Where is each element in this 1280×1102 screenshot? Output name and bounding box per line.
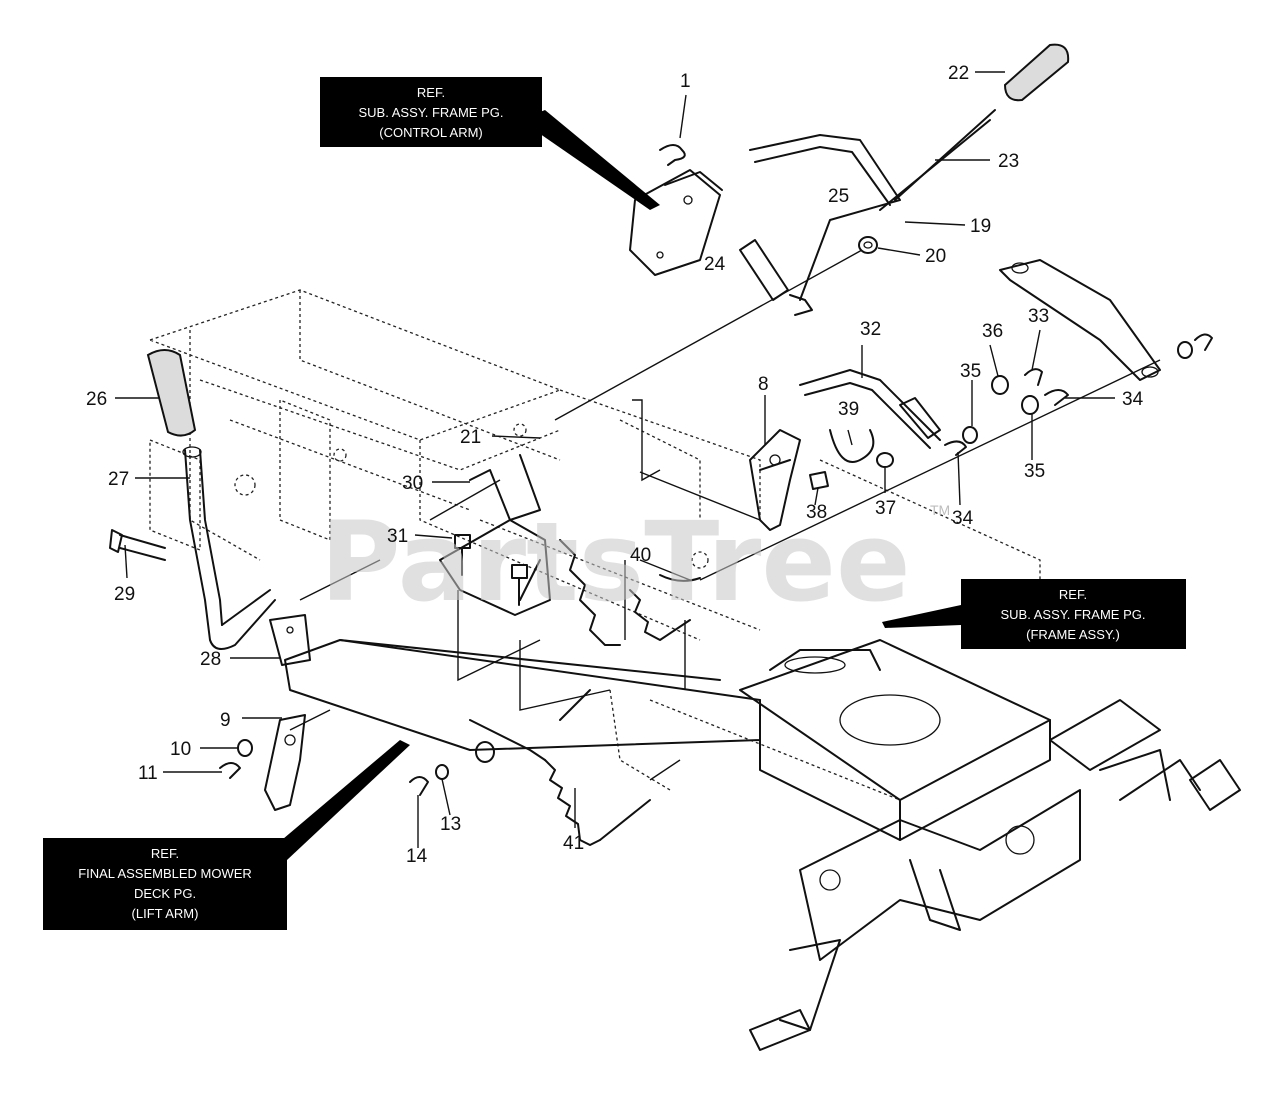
ref-line-1: REF. bbox=[151, 846, 179, 861]
part-label-21: 21 bbox=[460, 427, 481, 448]
leader-lines bbox=[115, 71, 1161, 848]
part-label-38: 38 bbox=[806, 502, 827, 523]
nut-37 bbox=[876, 452, 894, 468]
part-label-26: 26 bbox=[86, 389, 107, 410]
shift-lever-27 bbox=[182, 446, 276, 650]
part-label-20: 20 bbox=[925, 246, 946, 267]
part-label-41: 41 bbox=[563, 833, 584, 854]
spring-41 bbox=[469, 689, 651, 846]
link-end-clip bbox=[1177, 333, 1213, 359]
ref-line-2: FINAL ASSEMBLED MOWER bbox=[78, 866, 252, 881]
bracket-8 bbox=[749, 429, 801, 531]
part-label-27: 27 bbox=[108, 469, 129, 490]
washer-36 bbox=[991, 375, 1009, 395]
part-label-35b: 35 bbox=[1024, 461, 1045, 482]
clip-11 bbox=[219, 762, 241, 779]
ref-line-1: REF. bbox=[417, 85, 445, 100]
part-label-14: 14 bbox=[406, 846, 428, 867]
part-label-9: 9 bbox=[220, 710, 231, 731]
clip-34 bbox=[944, 389, 1069, 456]
part-label-36: 36 bbox=[982, 321, 1003, 342]
part-label-33: 33 bbox=[1028, 306, 1049, 327]
lever-grip-22 bbox=[1003, 43, 1070, 102]
bracket-9 bbox=[264, 714, 306, 811]
part-label-28: 28 bbox=[200, 649, 221, 670]
washer-hub bbox=[475, 741, 495, 763]
bracket-30 bbox=[439, 454, 551, 616]
part-label-29: 29 bbox=[114, 584, 135, 605]
ref-line-1: REF. bbox=[1059, 587, 1087, 602]
watermark: PartsTree TM bbox=[320, 498, 950, 626]
part-label-8: 8 bbox=[758, 374, 769, 395]
pin-24 bbox=[739, 239, 813, 316]
washer-10 bbox=[237, 739, 253, 757]
ref-line-3: (CONTROL ARM) bbox=[379, 125, 483, 140]
clip-33 bbox=[1024, 368, 1043, 386]
ref-line-4: (LIFT ARM) bbox=[132, 906, 199, 921]
watermark-text: PartsTree bbox=[320, 498, 911, 626]
ref-line-2: SUB. ASSY. FRAME PG. bbox=[359, 105, 504, 120]
part-label-34b: 34 bbox=[952, 508, 974, 529]
part-label-30: 30 bbox=[402, 473, 423, 494]
part-label-10: 10 bbox=[170, 739, 191, 760]
part-label-37: 37 bbox=[875, 498, 896, 519]
washer-13 bbox=[435, 764, 449, 780]
ref-callout-frame-assy: REF. SUB. ASSY. FRAME PG. (FRAME ASSY.) bbox=[882, 579, 1186, 649]
part-label-13: 13 bbox=[440, 814, 461, 835]
part-number-labels: 1 8 9 10 11 13 14 19 20 21 22 23 24 25 2… bbox=[86, 63, 1144, 867]
ref-callout-control-arm: REF. SUB. ASSY. FRAME PG. (CONTROL ARM) bbox=[320, 77, 660, 210]
spring-40 bbox=[559, 539, 701, 646]
screw-31 bbox=[454, 534, 528, 606]
part-label-31: 31 bbox=[387, 526, 408, 547]
clip-14 bbox=[409, 776, 429, 796]
part-label-19: 19 bbox=[970, 216, 991, 237]
part-label-35a: 35 bbox=[960, 361, 981, 382]
watermark-tm: TM bbox=[930, 502, 950, 518]
washer-35b bbox=[1021, 395, 1039, 415]
ref-line-3: DECK PG. bbox=[134, 886, 196, 901]
control-arm-bracket bbox=[629, 169, 723, 276]
part-label-34a: 34 bbox=[1122, 389, 1144, 410]
part-label-11: 11 bbox=[138, 763, 158, 784]
spring-39 bbox=[829, 429, 875, 463]
screw-38 bbox=[809, 471, 829, 490]
frame-assembly-drawing bbox=[148, 289, 1041, 801]
washer-35a bbox=[962, 426, 978, 444]
part-label-25: 25 bbox=[828, 186, 849, 207]
part-label-22: 22 bbox=[948, 63, 969, 84]
part-label-40: 40 bbox=[630, 545, 651, 566]
washer-20 bbox=[858, 236, 878, 254]
part-label-32: 32 bbox=[860, 319, 881, 340]
lever-plate-28 bbox=[269, 614, 311, 666]
bolt-29 bbox=[109, 529, 166, 561]
lever-grip-26 bbox=[146, 349, 197, 437]
part-label-1: 1 bbox=[680, 71, 691, 92]
link-rod-32 bbox=[799, 369, 941, 449]
ref-callout-lift-arm: REF. FINAL ASSEMBLED MOWER DECK PG. (LIF… bbox=[43, 740, 410, 930]
hairpin-clip-1 bbox=[659, 144, 686, 166]
part-label-23: 23 bbox=[998, 151, 1019, 172]
frame-rail-drawing bbox=[284, 259, 1241, 1051]
part-label-39: 39 bbox=[838, 399, 859, 420]
ref-line-3: (FRAME ASSY.) bbox=[1026, 627, 1120, 642]
control-lever-rod bbox=[749, 109, 996, 301]
ref-line-2: SUB. ASSY. FRAME PG. bbox=[1001, 607, 1146, 622]
part-label-24: 24 bbox=[704, 254, 726, 275]
